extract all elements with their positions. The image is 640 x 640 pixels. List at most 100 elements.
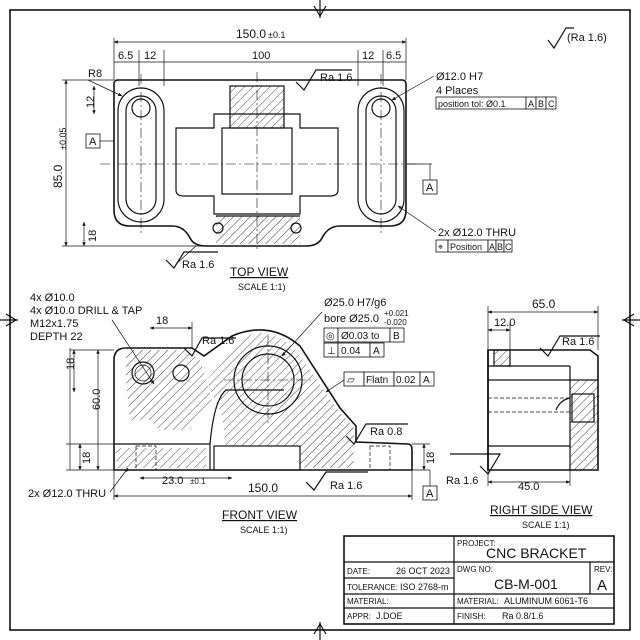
svg-text:18: 18 <box>65 358 77 370</box>
revision: A <box>597 577 607 594</box>
top-view: 150.0 ±0.1 6.5 12 100 12 6.5 R8 12 85.0 … <box>51 27 557 292</box>
svg-text:±0.05: ±0.05 <box>58 128 68 150</box>
svg-text:A: A <box>373 346 380 357</box>
svg-text:150.0: 150.0 <box>236 27 266 41</box>
fcf-perpendicularity: ⊥ 0.04 A <box>323 342 385 358</box>
svg-text:B: B <box>538 99 544 109</box>
fcf-flatness: ▱ Flatn 0.02 A <box>343 371 435 387</box>
svg-text:J.DOE: J.DOE <box>376 611 403 621</box>
svg-text:MATERIAL:: MATERIAL: <box>457 597 499 606</box>
svg-text:A: A <box>426 182 434 194</box>
svg-text:12.0: 12.0 <box>494 317 515 329</box>
svg-text:Ra 0.8: Ra 0.8 <box>370 426 402 438</box>
svg-text:Ra 1.6: Ra 1.6 <box>320 72 352 84</box>
svg-text:DATE:: DATE: <box>347 567 370 576</box>
svg-text:ISO 2768-m: ISO 2768-m <box>400 582 449 592</box>
svg-text:12: 12 <box>85 96 97 108</box>
svg-text:A: A <box>528 99 534 109</box>
svg-text:FINISH:: FINISH: <box>457 612 485 621</box>
svg-text:85.0: 85.0 <box>51 164 65 188</box>
svg-text:2x Ø12.0 THRU: 2x Ø12.0 THRU <box>438 227 516 239</box>
svg-text:TOLERANCE:: TOLERANCE: <box>347 583 398 592</box>
svg-text:-0.020: -0.020 <box>384 318 407 327</box>
svg-text:2x Ø12.0 THRU: 2x Ø12.0 THRU <box>28 488 106 500</box>
top-view-title: TOP VIEW <box>230 265 289 279</box>
svg-text:6.5: 6.5 <box>386 50 401 62</box>
svg-text:SCALE 1:1): SCALE 1:1) <box>240 525 288 535</box>
svg-text:±0.1: ±0.1 <box>190 477 206 486</box>
svg-text:18: 18 <box>425 452 437 464</box>
front-view-title: FRONT VIEW <box>222 508 298 522</box>
svg-text:ALUMINUM 6061-T6: ALUMINUM 6061-T6 <box>504 596 588 606</box>
svg-text:Ra 1.6: Ra 1.6 <box>202 335 234 347</box>
svg-text:A: A <box>426 488 434 500</box>
svg-text:SCALE 1:1): SCALE 1:1) <box>522 520 570 530</box>
svg-text:DWG NO:: DWG NO: <box>457 565 493 574</box>
right-side-view: 65.0 12.0 Ra 1.6 45.0 Ra 1.6 RIGHT SIDE … <box>446 297 600 530</box>
svg-text:150.0: 150.0 <box>248 481 278 495</box>
svg-text:65.0: 65.0 <box>532 297 556 311</box>
svg-text:45.0: 45.0 <box>518 481 539 493</box>
position-fcf: position tol: Ø0.1 A B C <box>435 96 557 110</box>
front-view-outline <box>113 329 413 471</box>
svg-text:6.5: 6.5 <box>118 50 133 62</box>
position-fcf-2: ⌖ Position A B C <box>435 239 513 253</box>
svg-text:Ra 1.6: Ra 1.6 <box>446 475 478 487</box>
svg-text:B: B <box>497 242 503 252</box>
svg-text:position tol: Ø0.1: position tol: Ø0.1 <box>438 99 506 109</box>
svg-text:Ra 1.6: Ra 1.6 <box>182 259 214 271</box>
svg-text:A: A <box>489 242 495 252</box>
svg-text:23.0: 23.0 <box>162 475 183 487</box>
svg-text:0.02: 0.02 <box>396 375 416 386</box>
general-roughness-symbol: (Ra 1.6) <box>547 27 607 50</box>
svg-text:18: 18 <box>81 452 93 464</box>
svg-text:Ra 1.6: Ra 1.6 <box>562 336 594 348</box>
svg-text:⌖: ⌖ <box>438 242 443 252</box>
drawing-number: CB-M-001 <box>494 576 558 592</box>
svg-text:B: B <box>393 331 400 342</box>
fcf-concentricity: ◎ Ø0.03 to B <box>323 327 405 343</box>
svg-text:C: C <box>548 99 555 109</box>
title-block: PROJECT: CNC BRACKET DATE: 26 OCT 2023 T… <box>343 535 615 625</box>
svg-text:±0.1: ±0.1 <box>268 30 285 40</box>
svg-text:⊥: ⊥ <box>327 346 336 357</box>
svg-text:PROJECT:: PROJECT: <box>457 539 496 548</box>
svg-text:Ø25.0 H7/g6: Ø25.0 H7/g6 <box>324 297 386 309</box>
svg-text:◎: ◎ <box>326 331 335 342</box>
svg-text:SCALE 1:1): SCALE 1:1) <box>238 282 286 292</box>
svg-text:Ø0.03 to: Ø0.03 to <box>341 331 380 342</box>
svg-text:Position: Position <box>450 242 482 252</box>
svg-text:4x Ø10.0: 4x Ø10.0 <box>30 292 75 304</box>
svg-text:12: 12 <box>362 50 374 62</box>
svg-text:▱: ▱ <box>347 375 355 386</box>
svg-text:12: 12 <box>144 50 156 62</box>
right-view-title: RIGHT SIDE VIEW <box>490 503 593 517</box>
svg-text:C: C <box>505 242 512 252</box>
svg-text:26 OCT 2023: 26 OCT 2023 <box>396 566 450 576</box>
svg-text:4x Ø10.0 DRILL & TAP: 4x Ø10.0 DRILL & TAP <box>30 305 142 317</box>
svg-text:M12x1.75: M12x1.75 <box>30 318 78 330</box>
svg-text:DEPTH 22: DEPTH 22 <box>30 331 83 343</box>
svg-text:REV:: REV: <box>594 565 612 574</box>
front-view: 4x Ø10.0 4x Ø10.0 DRILL & TAP M12x1.75 D… <box>28 292 438 535</box>
svg-text:Flatn: Flatn <box>366 375 388 386</box>
svg-text:A: A <box>423 375 430 386</box>
svg-text:MATERIAL:: MATERIAL: <box>347 597 389 606</box>
svg-text:0.04: 0.04 <box>341 346 361 357</box>
project-name: CNC BRACKET <box>486 545 587 561</box>
svg-text:18: 18 <box>87 230 99 242</box>
svg-text:100: 100 <box>252 50 270 62</box>
svg-text:Ø12.0 H7: Ø12.0 H7 <box>436 71 483 83</box>
svg-text:R8: R8 <box>88 68 102 80</box>
top-view-outline <box>113 79 407 247</box>
svg-text:A: A <box>89 136 97 148</box>
svg-text:Ra 0.8/1.6: Ra 0.8/1.6 <box>502 611 544 621</box>
svg-text:(Ra 1.6): (Ra 1.6) <box>567 32 607 44</box>
svg-text:Ra 1.6: Ra 1.6 <box>330 480 362 492</box>
svg-text:bore Ø25.0: bore Ø25.0 <box>324 313 379 325</box>
svg-text:60.0: 60.0 <box>91 389 103 410</box>
svg-text:4 Places: 4 Places <box>436 85 479 97</box>
svg-text:APPR:: APPR: <box>347 612 371 621</box>
